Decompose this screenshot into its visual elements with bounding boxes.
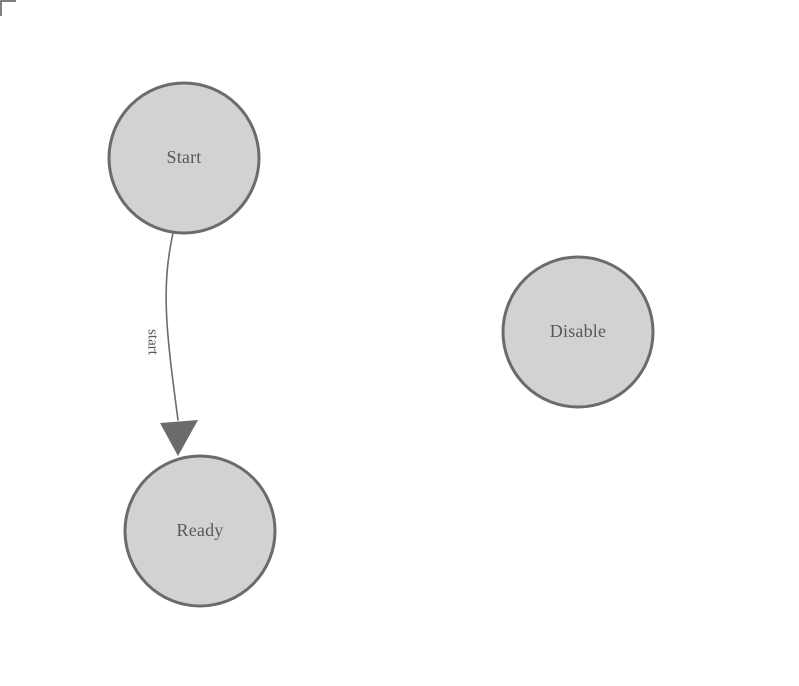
node-shape-circle[interactable] [501, 255, 655, 409]
top-left-corner-mark [0, 0, 16, 16]
arrowhead-icon [160, 420, 198, 456]
node-shape-circle[interactable] [123, 454, 277, 608]
node-label-disable: Disable [550, 321, 606, 341]
node-ready[interactable]: Ready [123, 454, 277, 608]
node-shape-circle[interactable] [107, 81, 261, 235]
edge-label-start: start [145, 329, 161, 356]
node-disable[interactable]: Disable [501, 255, 655, 409]
edge-start-to-ready[interactable]: start [145, 232, 198, 456]
edge-path[interactable] [165, 232, 179, 421]
node-start[interactable]: Start [107, 81, 261, 235]
node-label-ready: Ready [177, 520, 224, 540]
node-label-start: Start [167, 147, 202, 167]
